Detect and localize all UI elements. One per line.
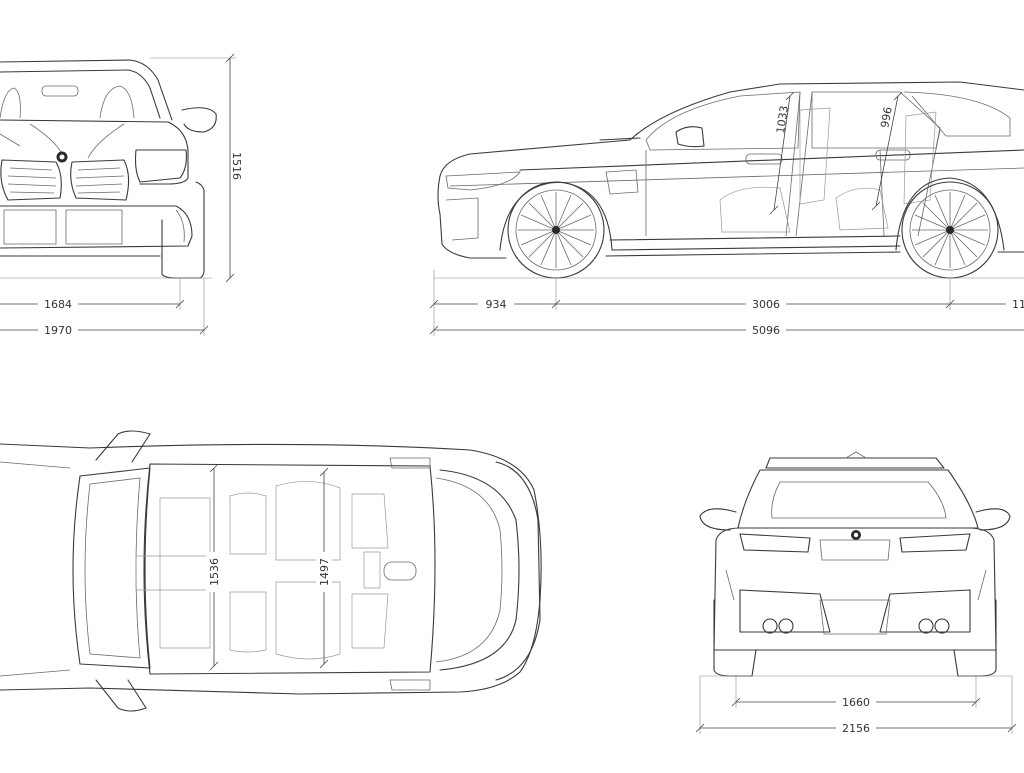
- front-headroom-label: 1033: [774, 105, 791, 135]
- rear-view: 1660 2156: [695, 451, 1017, 735]
- rear-track-label: 1660: [842, 696, 870, 709]
- top-view: 1536 1497: [0, 430, 542, 712]
- rear-overhang-label: 115: [1012, 298, 1024, 311]
- length-label: 5096: [752, 324, 780, 337]
- rear-headroom-label: 996: [878, 106, 894, 129]
- rear-shoulder-label: 1497: [318, 558, 331, 586]
- wheel-rim-icon: [507, 181, 605, 279]
- front-height-label: 1516: [230, 152, 243, 180]
- wheelbase-label: 3006: [752, 298, 780, 311]
- front-shoulder-label: 1536: [208, 558, 221, 586]
- brand-logo-icon: [56, 151, 68, 163]
- front-track-label: 1684: [44, 298, 72, 311]
- front-view: 1516 1684 1970: [0, 53, 243, 337]
- side-view: 1033 996 934 3006 115 5096: [429, 81, 1024, 337]
- front-overhang-label: 934: [486, 298, 507, 311]
- width-mirrors-label: 2156: [842, 722, 870, 735]
- front-width-label: 1970: [44, 324, 72, 337]
